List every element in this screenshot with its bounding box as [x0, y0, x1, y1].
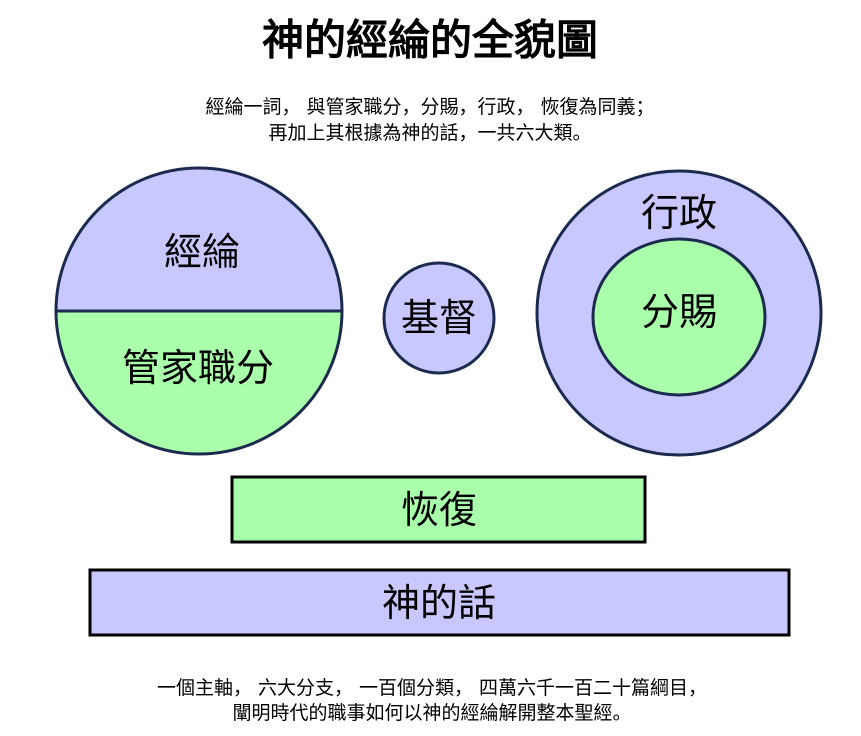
- footer-line-1: 一個主軸， 六大分支， 一百個分類， 四萬六千一百二十篇綱目，: [157, 677, 707, 699]
- label-stewardship: 管家職分: [122, 346, 274, 390]
- subtitle-line-2: 再加上其根據為神的話，一共六大類。: [268, 122, 591, 144]
- diagram-title: 神的經綸的全貌圖: [262, 16, 598, 65]
- dispensing-circle: [591, 237, 767, 397]
- label-word: 神的話: [382, 581, 496, 625]
- economy-half: [56, 168, 342, 311]
- right-circle: 行政 分賜: [535, 169, 823, 457]
- label-economy: 經綸: [164, 230, 240, 274]
- left-circle: 經綸 管家職分: [54, 166, 344, 456]
- subtitle-line-1: 經綸一詞， 與管家職分，分賜，行政， 恢復為同義；: [205, 96, 654, 118]
- center-circle: 基督: [382, 261, 496, 375]
- word-bar: 神的話: [88, 568, 791, 637]
- label-dispensing: 分賜: [641, 290, 717, 334]
- label-administration: 行政: [641, 191, 717, 235]
- footer-line-2: 闡明時代的職事如何以神的經綸解開整本聖經。: [232, 702, 631, 724]
- label-christ: 基督: [401, 296, 477, 340]
- recovery-bar: 恢復: [230, 475, 647, 544]
- label-recovery: 恢復: [401, 488, 477, 532]
- stewardship-half: [56, 311, 342, 454]
